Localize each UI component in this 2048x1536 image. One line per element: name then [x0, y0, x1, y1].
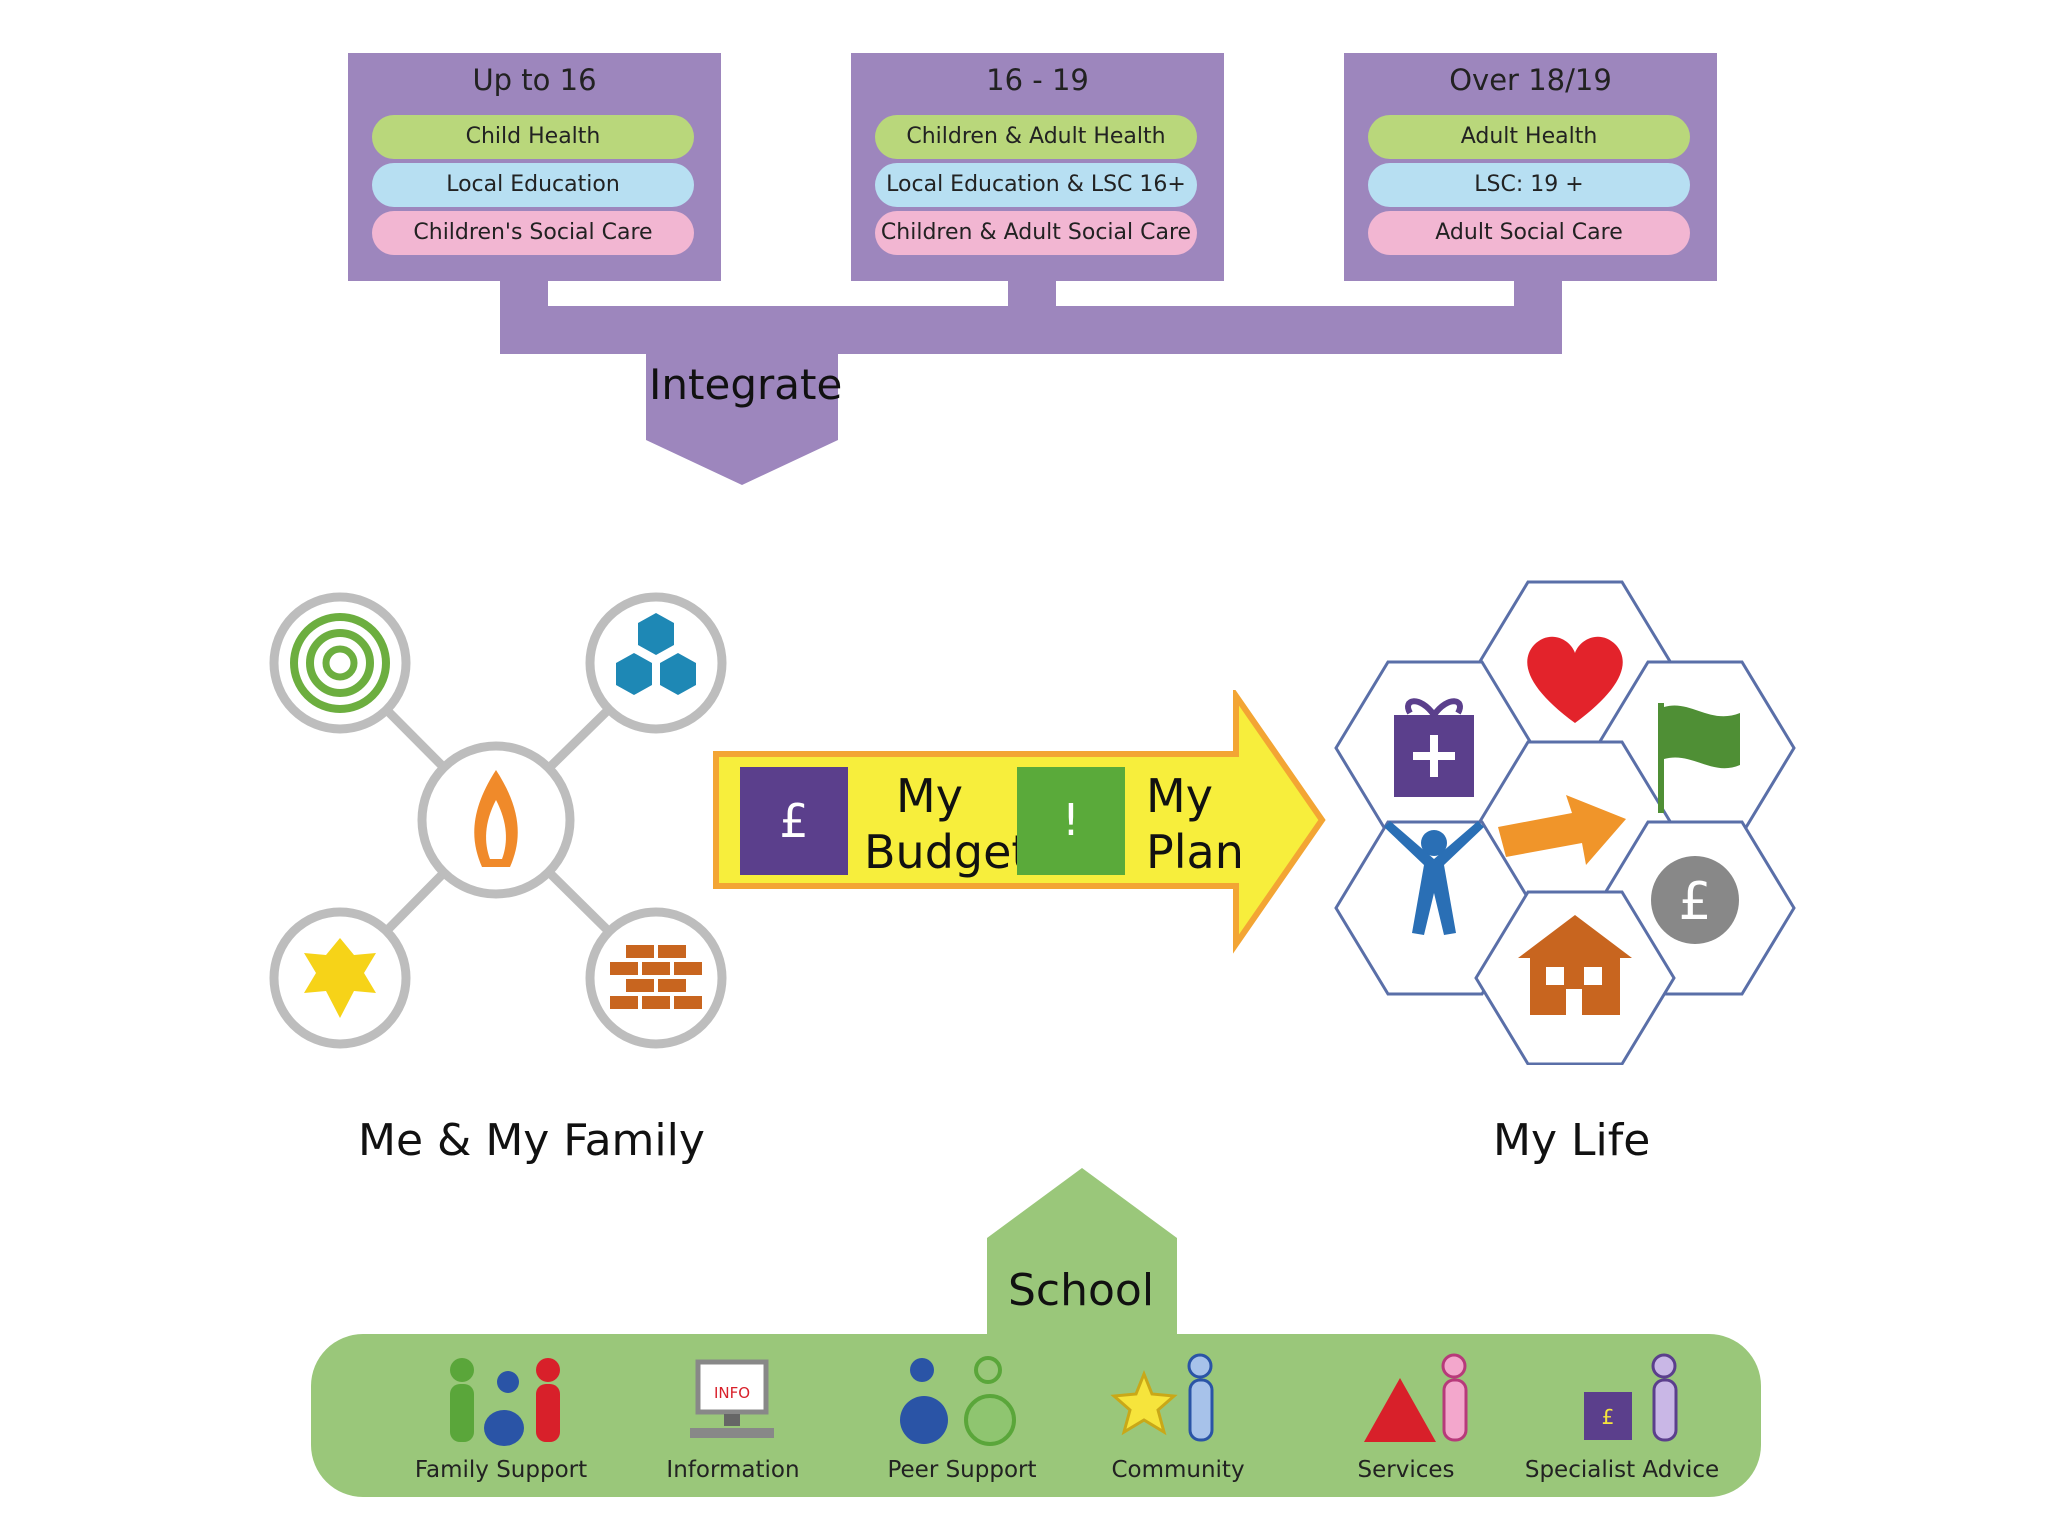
resource-label-peer-support: Peer Support — [887, 1457, 1037, 1483]
box-person-icon: £ — [1584, 1353, 1678, 1442]
star-icon — [269, 907, 411, 1049]
life-honeycomb: £ — [1334, 580, 1796, 1065]
plan-exclamation-box: ! — [1017, 767, 1125, 875]
budget-pound-box: £ — [740, 767, 848, 875]
resource-label-community: Community — [1111, 1457, 1245, 1483]
plan-label-line2: Plan — [1146, 825, 1244, 879]
budget-label-line1: My — [896, 769, 963, 823]
age-band-title: 16 - 19 — [986, 63, 1089, 97]
person-icon — [1384, 821, 1484, 935]
resource-label-information: Information — [666, 1457, 800, 1483]
pill-local-education-lsc: Local Education & LSC 16+ — [875, 163, 1197, 207]
bricks-icon — [585, 907, 727, 1049]
family-network — [269, 592, 727, 1049]
gift-icon — [1394, 698, 1474, 797]
computer-icon: INFO — [690, 1359, 774, 1438]
age-band-up-to-16: Up to 16 Child Health Local Education Ch… — [348, 53, 721, 281]
age-band-title: Over 18/19 — [1449, 63, 1612, 97]
resource-label-specialist-advice: Specialist Advice — [1524, 1457, 1720, 1483]
cubes-icon — [585, 592, 727, 734]
family-icon — [450, 1358, 560, 1446]
pound-icon: £ — [1651, 856, 1739, 944]
house-icon — [1518, 915, 1632, 1015]
star-person-icon — [1110, 1353, 1214, 1442]
pill-lsc-19: LSC: 19 + — [1368, 163, 1690, 207]
plan-label-line1: My — [1146, 769, 1213, 823]
flame-icon — [417, 741, 575, 899]
age-band-16-19: 16 - 19 Children & Adult Health Local Ed… — [851, 53, 1224, 281]
pill-childrens-social-care: Children's Social Care — [372, 211, 694, 255]
budget-label-line2: Budget — [864, 825, 1030, 879]
resource-label-family-support: Family Support — [414, 1457, 588, 1483]
budget-label: My Budget — [864, 768, 1029, 880]
resource-label-services: Services — [1357, 1457, 1455, 1483]
target-icon — [269, 592, 411, 734]
flag-icon — [1658, 703, 1740, 813]
arrow-icon — [1498, 795, 1626, 865]
age-band-title: Up to 16 — [472, 63, 597, 97]
computer-screen-text: INFO — [714, 1384, 750, 1402]
peers-icon — [900, 1356, 1016, 1446]
integrate-label: Integrate — [649, 360, 843, 409]
life-label: My Life — [1493, 1115, 1651, 1166]
triangle-person-icon — [1364, 1353, 1468, 1442]
age-band-over-18-19: Over 18/19 Adult Health LSC: 19 + Adult … — [1344, 53, 1717, 281]
pill-child-health: Child Health — [372, 115, 694, 159]
pill-children-adult-social-care: Children & Adult Social Care — [875, 211, 1197, 255]
heart-icon — [1527, 636, 1623, 723]
pill-children-adult-health: Children & Adult Health — [875, 115, 1197, 159]
family-label: Me & My Family — [358, 1115, 705, 1166]
pill-local-education: Local Education — [372, 163, 694, 207]
pill-adult-health: Adult Health — [1368, 115, 1690, 159]
pound-symbol: £ — [1678, 872, 1711, 932]
plan-label: My Plan — [1146, 768, 1244, 880]
box-pound-text: £ — [1602, 1405, 1615, 1429]
school-label: School — [1008, 1265, 1155, 1316]
pill-adult-social-care: Adult Social Care — [1368, 211, 1690, 255]
